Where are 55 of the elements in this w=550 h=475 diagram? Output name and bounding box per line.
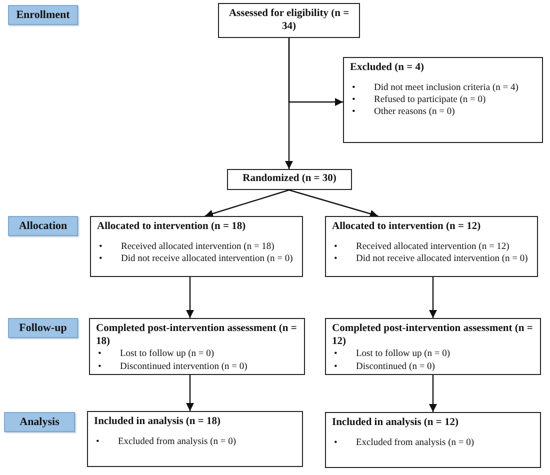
process-box: [87, 411, 303, 467]
process-box: [325, 318, 541, 375]
box-heading: Randomized (n = 30): [242, 173, 336, 186]
process-box: [343, 57, 543, 143]
bullet-marker: •: [334, 436, 338, 449]
bullet-marker: •: [334, 360, 338, 373]
process-box: [325, 216, 538, 277]
list-item: Excluded from analysis (n = 0): [356, 436, 474, 449]
stage-label: Allocation: [8, 216, 78, 236]
bullet-marker: •: [98, 360, 102, 373]
bullet-marker: •: [99, 252, 104, 266]
bullet-marker: •: [99, 240, 104, 253]
box-heading: Assessed for eligibility (n = 34): [228, 8, 350, 34]
process-box: [325, 412, 541, 468]
list-item: Discontinued intervention (n = 0): [120, 360, 248, 373]
box-heading: Completed post-intervention assessment (n = 12): [332, 323, 534, 348]
bullet-marker: •: [98, 348, 102, 361]
list-item: Did not meet inclusion criteria (n = 4): [374, 82, 518, 94]
box-heading: Included in analysis (n = 12): [332, 417, 460, 430]
stage-label: Analysis: [4, 412, 75, 432]
bullet-marker: •: [96, 436, 100, 448]
bullet-marker: •: [334, 348, 338, 361]
list-item: Excluded from analysis (n = 0): [118, 436, 236, 448]
arrow: [288, 189, 378, 218]
list-item: Lost to follow up (n = 0): [356, 348, 450, 361]
list-item: Received allocated intervention (n = 18): [121, 240, 276, 253]
list-item: Other reasons (n = 0): [374, 106, 456, 119]
bullet-marker: •: [352, 106, 356, 119]
list-item: Did not receive allocated intervention (n = 0): [356, 252, 528, 266]
process-box: [218, 3, 360, 38]
bullet-marker: •: [334, 240, 338, 253]
bullet-marker: •: [334, 252, 338, 266]
process-box: [227, 169, 352, 190]
process-box: [89, 318, 305, 375]
arrow: [186, 277, 194, 318]
process-box: [90, 216, 303, 277]
list-item: Refused to participate (n = 0): [374, 94, 487, 106]
list-item: Did not receive allocated intervention (n = 0): [121, 252, 293, 266]
list-item: Lost to follow up (n = 0): [120, 348, 216, 361]
box-heading: Allocated to intervention (n = 12): [332, 221, 482, 234]
arrow: [429, 375, 437, 412]
box-heading: Completed post-intervention assessment (n = 18): [96, 323, 298, 348]
arrow: [429, 277, 437, 318]
box-heading: Included in analysis (n = 18): [94, 416, 222, 429]
bullet-marker: •: [352, 82, 356, 94]
stage-label: Follow-up: [8, 318, 78, 338]
list-item: Received allocated intervention (n = 12): [356, 240, 510, 253]
stage-label: Enrollment: [8, 5, 78, 25]
list-item: Discontinued (n = 0): [356, 360, 436, 373]
box-heading: Allocated to intervention (n = 18): [97, 221, 247, 234]
bullet-marker: •: [352, 94, 356, 106]
arrow: [288, 38, 343, 106]
box-heading: Excluded (n = 4): [350, 62, 425, 75]
arrow: [204, 189, 290, 218]
arrow: [186, 375, 194, 411]
